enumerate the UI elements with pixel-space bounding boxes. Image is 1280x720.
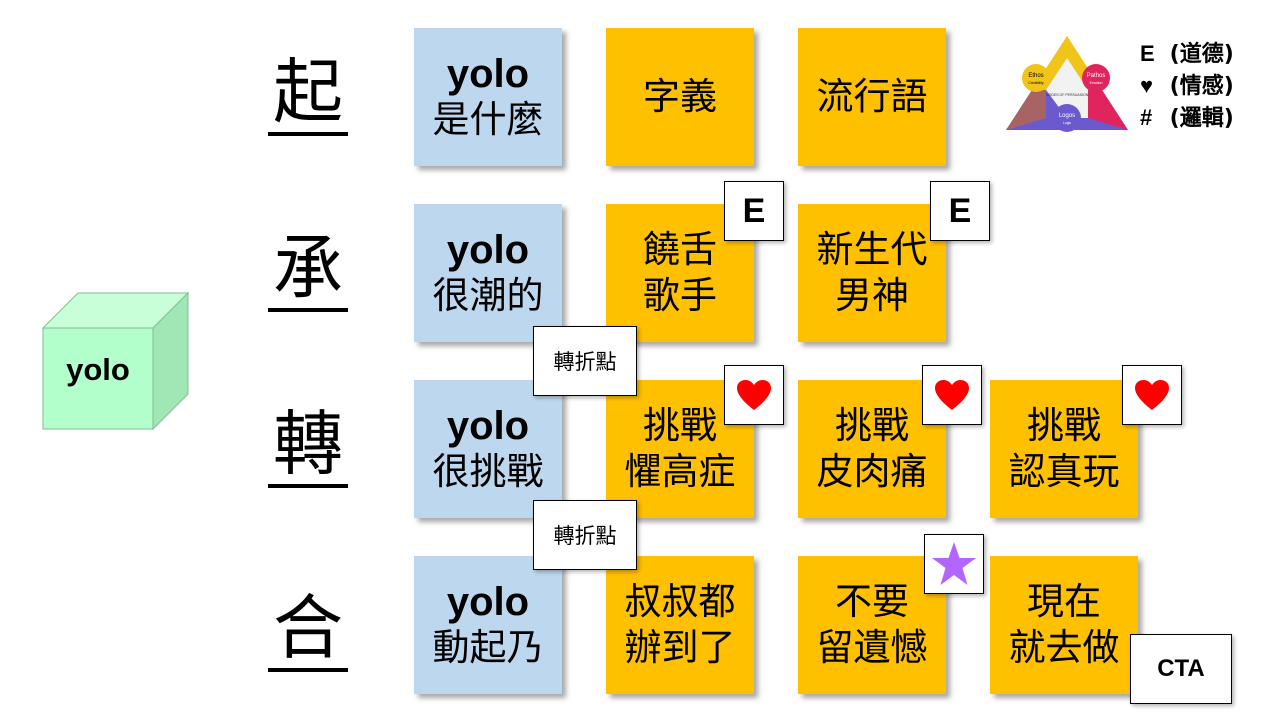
- heart-icon: [1122, 365, 1182, 425]
- note-line: 流行語: [816, 75, 928, 118]
- blue-note-row4: yolo 動起乃: [414, 556, 562, 694]
- note-line: 新生代: [816, 228, 928, 271]
- note-line: 男神: [835, 274, 909, 317]
- persuasion-triangle-icon: Ethos Credibility Pathos Emotion Logos L…: [1006, 36, 1128, 132]
- orange-note: 流行語: [798, 28, 946, 166]
- blue-note-row1: yolo 是什麼: [414, 28, 562, 166]
- orange-note: 挑戰 皮肉痛: [798, 380, 946, 518]
- note-line: 辦到了: [624, 626, 736, 669]
- star-icon: [924, 534, 984, 594]
- note-line: 現在: [1027, 580, 1101, 623]
- note-line: 動起乃: [432, 626, 544, 669]
- orange-note: 叔叔都 辦到了: [606, 556, 754, 694]
- legend-label: (道德): [1169, 42, 1234, 67]
- pathos-label: Pathos: [1087, 73, 1106, 79]
- orange-note: 新生代 男神: [798, 204, 946, 342]
- ethos-sublabel: Credibility: [1028, 81, 1044, 85]
- ethos-badge: E: [930, 181, 990, 241]
- cube-icon: [41, 291, 190, 431]
- note-line: 字義: [643, 75, 717, 118]
- note-line: yolo: [446, 580, 530, 624]
- legend-symbol: #: [1140, 105, 1153, 130]
- legend-label: (邏輯): [1169, 106, 1234, 131]
- cube-label: yolo: [66, 352, 130, 387]
- pathos-sublabel: Emotion: [1090, 81, 1103, 85]
- orange-note: 不要 留遺憾: [798, 556, 946, 694]
- note-line: 叔叔都: [624, 580, 736, 623]
- orange-note: 字義: [606, 28, 754, 166]
- note-line: 皮肉痛: [816, 450, 928, 493]
- note-line: 挑戰: [643, 404, 717, 447]
- row-char-zhuan: 轉: [268, 404, 348, 488]
- legend-item-pathos: ♥ (情感): [1140, 70, 1234, 102]
- legend-item-ethos: E (道德): [1140, 38, 1234, 70]
- row-char-he: 合: [268, 588, 348, 672]
- note-line: 留遺憾: [816, 626, 928, 669]
- legend: E (道德) ♥ (情感) # (邏輯): [1140, 38, 1234, 134]
- note-line: 懼高症: [624, 450, 736, 493]
- orange-note: 挑戰 懼高症: [606, 380, 754, 518]
- logos-label: Logos: [1059, 113, 1075, 119]
- note-line: yolo: [446, 404, 530, 448]
- ethos-label: Ethos: [1028, 73, 1043, 79]
- heart-icon: [724, 365, 784, 425]
- orange-note: 挑戰 認真玩: [990, 380, 1138, 518]
- blue-note-row2: yolo 很潮的: [414, 204, 562, 342]
- triangle-center-label: MODES OF PERSUASION: [1046, 93, 1089, 97]
- legend-item-logos: # (邏輯): [1140, 102, 1234, 134]
- note-line: 認真玩: [1008, 450, 1120, 493]
- note-line: yolo: [446, 228, 530, 272]
- row-char-qi: 起: [268, 52, 348, 136]
- heart-icon: [922, 365, 982, 425]
- note-line: yolo: [446, 52, 530, 96]
- note-line: 很潮的: [432, 274, 544, 317]
- note-line: 挑戰: [1027, 404, 1101, 447]
- note-line: 很挑戰: [432, 450, 544, 493]
- note-line: 挑戰: [835, 404, 909, 447]
- cta-label: CTA: [1130, 634, 1232, 704]
- turning-point-label: 轉折點: [533, 326, 637, 396]
- note-line: 不要: [835, 580, 909, 623]
- legend-symbol: E: [1140, 41, 1155, 66]
- orange-note: 現在 就去做: [990, 556, 1138, 694]
- logos-sublabel: Logic: [1063, 121, 1072, 125]
- note-line: 是什麼: [432, 98, 544, 141]
- legend-symbol: ♥: [1140, 73, 1154, 98]
- row-char-cheng: 承: [268, 228, 348, 312]
- turning-point-label: 轉折點: [533, 500, 637, 570]
- note-line: 歌手: [643, 274, 717, 317]
- ethos-badge: E: [724, 181, 784, 241]
- blue-note-row3: yolo 很挑戰: [414, 380, 562, 518]
- note-line: 饒舌: [643, 228, 717, 271]
- note-line: 就去做: [1008, 626, 1120, 669]
- legend-label: (情感): [1169, 74, 1234, 99]
